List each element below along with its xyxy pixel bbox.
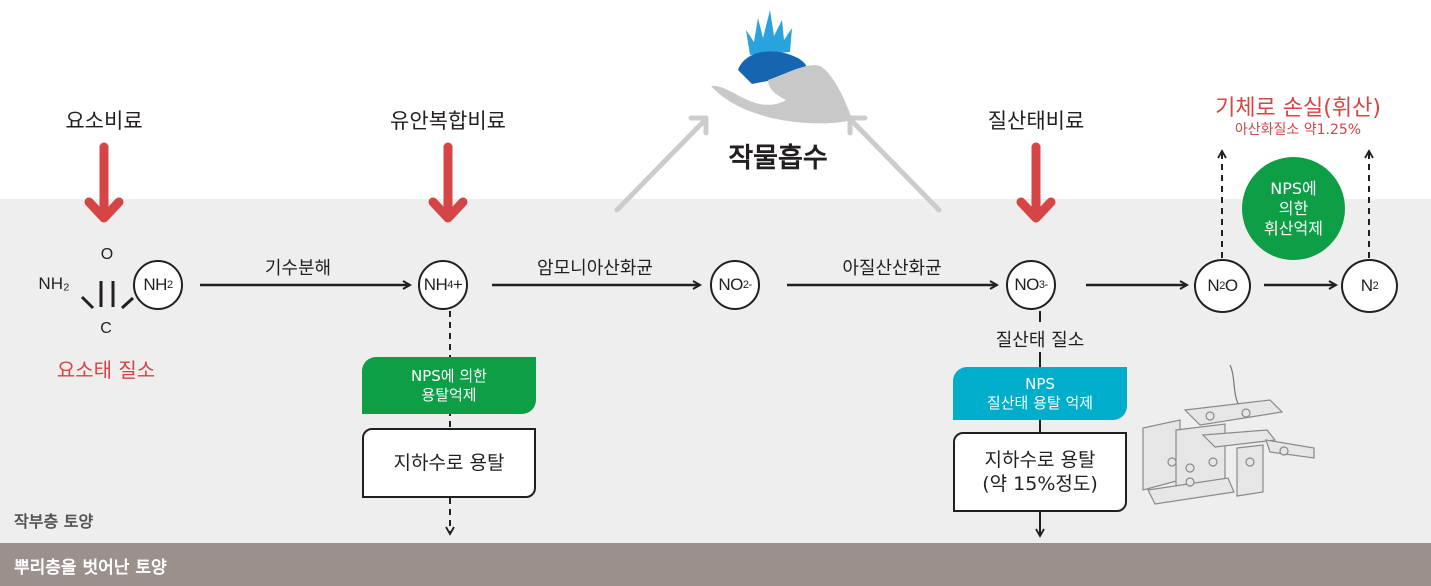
groundwater-leaching-box-ammonium: 지하수로 용탈 (362, 428, 536, 498)
node-n2-main: N (1360, 276, 1373, 295)
urea-oxygen: O (100, 246, 114, 263)
process-ammonia-oxidizer: 암모니아산화균 (537, 258, 653, 279)
nitrate-nitrogen-caption: 질산태 질소 (991, 326, 1089, 352)
nps-volatilization-line2: 의한 (1278, 198, 1309, 218)
node-nh4-main: NH (423, 275, 448, 294)
fertilizer-arrow-nitrate (1016, 142, 1056, 223)
urea-nitrogen-caption: 요소태 질소 (56, 358, 156, 382)
uptake-arrow-left (614, 115, 709, 213)
subsoil-layer (0, 543, 1431, 586)
node-nh2-main: NH (143, 275, 167, 294)
fertilizer-label-nitrate: 질산태비료 (987, 109, 1085, 133)
groundwater-leaching-box-nitrate: 지하수로 용탈 (약 15%정도) (953, 432, 1127, 512)
clay-mineral-structure-icon (1142, 364, 1315, 505)
uptake-arrow-right (847, 115, 942, 213)
urea-carbon: C (100, 320, 112, 337)
crop-uptake-label: 작물흡수 (728, 143, 828, 174)
process-nitrite-oxidizer: 아질산산화균 (842, 258, 942, 279)
groundwater-leaching-nitrate-line2: (약 15%정도) (982, 473, 1098, 495)
gas-loss-title: 기체로 손실(휘산) (1215, 96, 1381, 121)
nps-leaching-line1: NPS에 의한 (411, 366, 487, 385)
nps-volatilization-inhibition-badge: NPS에 의한 휘산억제 (1242, 157, 1345, 260)
node-nh4-charge: + (452, 275, 463, 294)
node-no3-sub: 3 (1038, 279, 1045, 291)
node-no2-sub: 2 (742, 279, 749, 291)
groundwater-leaching-text-ammonium: 지하수로 용탈 (393, 452, 505, 474)
nps-leaching-inhibition-badge: NPS에 의한 용탈억제 (362, 357, 536, 414)
topsoil-label: 작부층 토양 (14, 512, 94, 531)
node-no3-main: NO (1014, 275, 1039, 294)
groundwater-leaching-nitrate-line1: 지하수로 용탈 (984, 449, 1096, 471)
node-nh4-sub: 4 (447, 279, 453, 291)
fertilizer-arrow-ammonium (428, 142, 468, 223)
process-hydrolysis: 기수분해 (264, 258, 332, 279)
node-n2o-main: N (1207, 276, 1220, 295)
subsoil-label: 뿌리층을 벗어난 토양 (14, 558, 167, 578)
urea-nh2-left: NH₂ (38, 274, 70, 293)
fertilizer-arrow-urea (84, 142, 124, 223)
node-n2-sub: 2 (1372, 280, 1379, 292)
node-n2o-sub: 2 (1219, 280, 1225, 292)
nps-volatilization-line1: NPS에 (1270, 178, 1317, 198)
node-nh2-sub: 2 (166, 279, 173, 291)
nps-volatilization-line3: 휘산억제 (1264, 218, 1323, 238)
node-no2-charge: - (748, 279, 752, 291)
nps-nitrate-line2: 질산태 용탈 억제 (986, 393, 1094, 412)
nps-nitrate-line1: NPS (1025, 374, 1055, 393)
fertilizer-label-urea: 요소비료 (65, 109, 143, 133)
gas-loss-subtitle: 아산화질소 약1.25% (1234, 122, 1362, 138)
nps-leaching-line2: 용탈억제 (421, 385, 477, 404)
fertilizer-label-ammonium: 유안복합비료 (390, 109, 506, 133)
nps-nitrate-leaching-inhibition-badge: NPS 질산태 용탈 억제 (953, 367, 1127, 420)
node-n2o-tail: O (1224, 276, 1238, 295)
hand-with-plant-icon (711, 10, 852, 124)
urea-bonds (80, 281, 135, 310)
node-no3-charge: - (1044, 279, 1048, 291)
node-no2-main: NO (718, 275, 743, 294)
